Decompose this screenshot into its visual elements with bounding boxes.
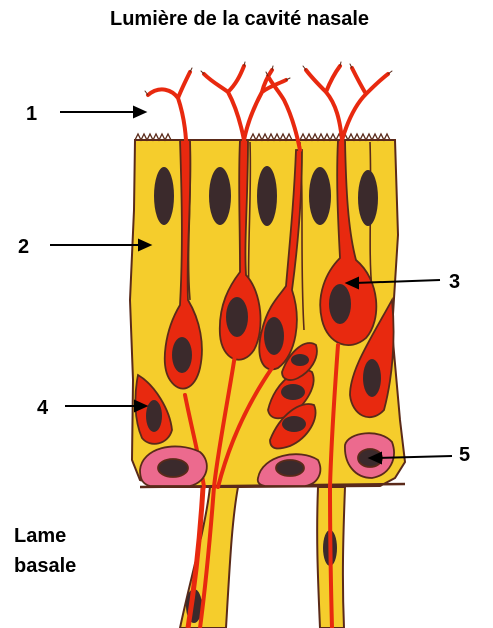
basal-lamina-label-line2: basale <box>14 551 76 581</box>
label-2: 2 <box>18 236 29 259</box>
label-4: 4 <box>37 397 48 420</box>
basal-lamina-label-line1: Lame <box>14 521 76 551</box>
figure-title: Lumière de la cavité nasale <box>110 8 369 31</box>
basal-lamina-label: Lame basale <box>14 521 76 581</box>
axon-bundles <box>180 487 345 628</box>
label-3: 3 <box>449 271 460 294</box>
label-5: 5 <box>459 444 470 467</box>
label-1: 1 <box>26 103 37 126</box>
